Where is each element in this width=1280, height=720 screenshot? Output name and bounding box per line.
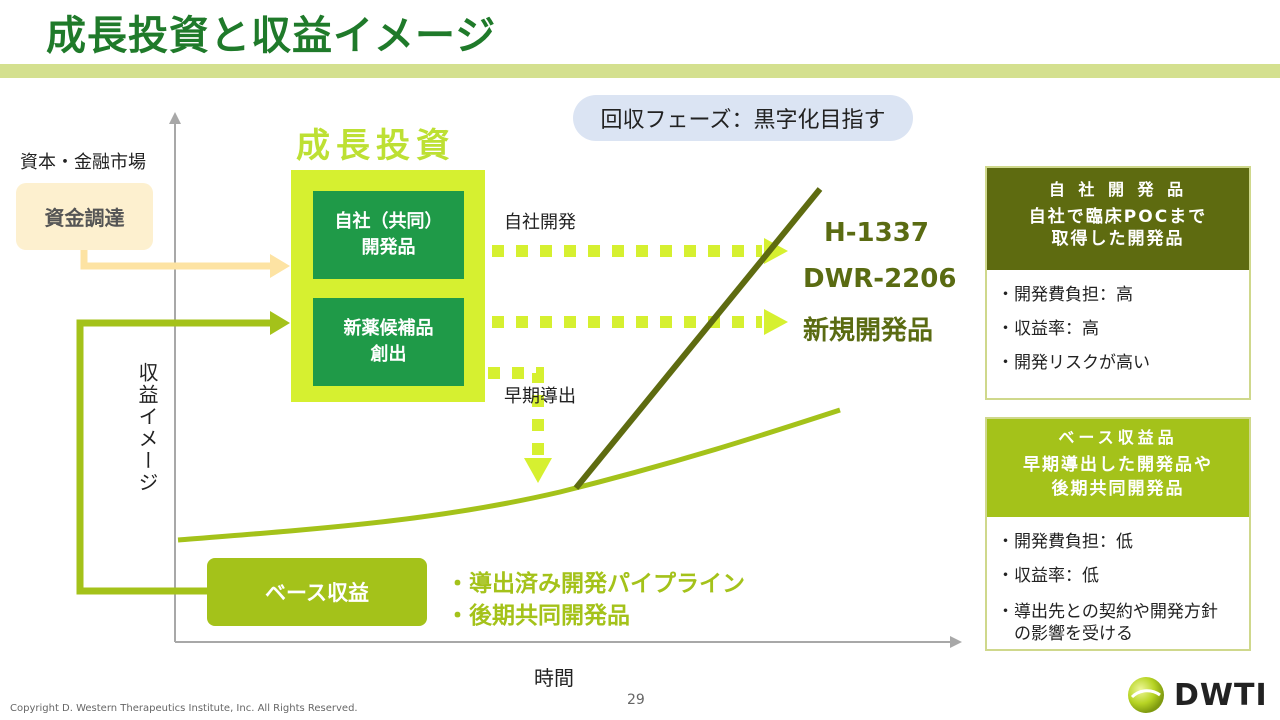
base-item-2: ・後期共同開発品 [446,603,630,629]
phase-pill: 回収フェーズ：黒字化目指す [573,95,913,141]
card-inhouse-bullet: ・開発リスクが高い [997,353,1150,373]
card-base-body: ・開発費負担：低 ・収益率：低 ・導出先との契約や開発方針 の影響を受ける [987,517,1249,645]
card-inhouse-header: 自 社 開 発 品 自社で臨床POCまで 取得した開発品 [987,168,1249,270]
card-base-title: ベース収益品 [1058,428,1178,447]
copyright: Copyright D. Western Therapeutics Instit… [10,703,358,714]
funding-arrow [80,248,272,270]
card-inhouse-title: 自 社 開 発 品 [1048,180,1188,199]
card-base-bullet: ・収益率：低 [997,566,1099,586]
card-base-header: ベース収益品 早期導出した開発品や 後期共同開発品 [987,419,1249,517]
card-base-subtitle: 早期導出した開発品や 後期共同開発品 [1023,455,1213,499]
x-axis-arrowhead [950,636,962,648]
dotted-arrowhead-early [524,458,552,483]
base-item-1: ・導出済み開発パイプライン [446,571,745,597]
product-dwr2206: DWR-2206 [803,264,957,294]
funding-box: 資金調達 [16,183,153,250]
x-axis-label: 時間 [534,666,574,690]
card-inhouse-subtitle: 自社で臨床POCまで 取得した開発品 [1028,207,1208,249]
discovery-box: 新薬候補品 創出 [313,298,464,386]
card-inhouse-bullet: ・開発費負担：高 [997,285,1133,305]
card-inhouse-body: ・開発費負担：高 ・収益率：高 ・開発リスクが高い [987,270,1249,380]
y-axis-arrowhead [169,112,181,124]
page-number: 29 [627,692,645,708]
base-loop-arrow [76,319,272,595]
product-new: 新規開発品 [803,316,934,346]
card-inhouse-products: 自 社 開 発 品 自社で臨床POCまで 取得した開発品 ・開発費負担：高 ・収… [985,166,1251,400]
inhouse-dev-label: 自社開発 [504,212,576,233]
early-outlicense-label: 早期導出 [504,386,576,407]
base-revenue-box: ベース収益 [207,558,427,626]
growth-investment-title: 成長投資 [296,126,456,166]
dotted-arrowhead-inhouse [764,238,788,264]
card-base-bullet: ・開発費負担：低 [997,532,1133,552]
base-revenue-curve [177,407,841,543]
logo-sphere-icon [1128,677,1164,713]
capital-market-label: 資本・金融市場 [20,152,146,173]
card-base-products: ベース収益品 早期導出した開発品や 後期共同開発品 ・開発費負担：低 ・収益率：… [985,417,1251,651]
funding-arrowhead [270,254,290,278]
inhouse-dev-box: 自社（共同） 開発品 [313,191,464,279]
page-title: 成長投資と収益イメージ [46,13,497,59]
dotted-arrow-early [488,367,544,458]
title-underline-bar [0,64,1280,78]
card-base-bullet: ・導出先との契約や開発方針 の影響を受ける [997,602,1218,644]
logo-text: DWTI [1174,677,1268,713]
card-inhouse-bullet: ・収益率：高 [997,319,1099,339]
company-logo: DWTI [1126,674,1272,716]
dotted-arrowhead-discovery [764,309,788,335]
growth-revenue-line [573,187,823,490]
y-axis-label: 収益イメージ [135,362,159,494]
product-h1337: H-1337 [824,218,929,248]
base-loop-arrowhead [270,311,290,335]
